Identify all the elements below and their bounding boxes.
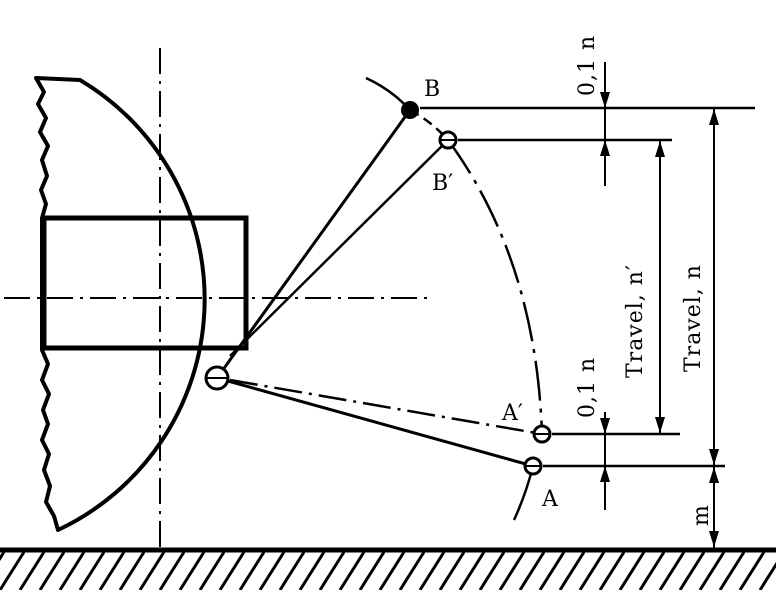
hatch-line: [698, 551, 726, 590]
point-b-marker: [401, 101, 419, 119]
hatch-line: [338, 551, 366, 590]
hatch-line: [198, 551, 226, 590]
hatch-line: [0, 551, 26, 590]
hatch-line: [418, 551, 446, 590]
point-b-label: B: [424, 77, 440, 102]
hatch-line: [318, 551, 346, 590]
hatch-line: [178, 551, 206, 590]
hatch-line: [438, 551, 466, 590]
hatch-line: [58, 551, 86, 590]
bottom-clearance-arrow-down: [600, 418, 610, 434]
wheel-outline: [34, 76, 207, 532]
hatch-line: [398, 551, 426, 590]
hatch-line: [18, 551, 46, 590]
hatch-line: [258, 551, 286, 590]
hatch-line: [158, 551, 186, 590]
travel-n-prime-arrow-bottom: [655, 417, 665, 433]
travel-n-arrow-bottom: [709, 449, 719, 465]
point-b-prime-label: B′: [432, 171, 453, 196]
hatch-line: [738, 551, 766, 590]
hatch-line: [678, 551, 706, 590]
hatch-line: [758, 561, 776, 590]
hub-block: [41, 215, 249, 351]
hatch-line: [238, 551, 266, 590]
hatch-line: [518, 551, 546, 590]
point-a-label: A: [541, 487, 559, 512]
ground-clearance-arrow-top: [709, 467, 719, 483]
ground-clearance-arrow-bottom: [709, 531, 719, 547]
hatch-line: [598, 551, 626, 590]
arm-to-b: [215, 109, 412, 379]
travel-n-prime-arrow-top: [655, 141, 665, 157]
bottom-clearance-arrow-up: [600, 466, 610, 482]
hatch-line: [578, 551, 606, 590]
hatch-line: [658, 551, 686, 590]
arm-to-a-prime: [229, 378, 543, 436]
top-clearance-arrow-up: [600, 140, 610, 156]
hatch-line: [498, 551, 526, 590]
hatch-line: [478, 551, 506, 590]
top-clearance-label: 0,1 n: [575, 35, 600, 96]
hatch-line: [298, 551, 326, 590]
hatch-line: [718, 551, 746, 590]
hatch-line: [78, 551, 106, 590]
hatch-line: [38, 551, 66, 590]
travel-n-arrow-top: [709, 109, 719, 125]
hatch-line: [638, 551, 666, 590]
hatch-line: [278, 551, 306, 590]
arc-b-prime-to-a-prime: [446, 139, 544, 435]
arm-to-a: [216, 376, 534, 468]
hatch-line: [138, 551, 166, 590]
travel-n-label: Travel, n: [681, 264, 706, 372]
hatch-line: [358, 551, 386, 590]
hatch-line: [218, 551, 246, 590]
hatch-line: [458, 551, 486, 590]
arm-to-b-prime: [229, 139, 449, 357]
travel-n-prime-label: Travel, n′: [623, 264, 648, 378]
hatch-line: [618, 551, 646, 590]
hatch-line: [378, 551, 406, 590]
top-clearance-arrow-down: [600, 92, 610, 108]
ground-clearance-label: m: [689, 504, 714, 526]
hatch-line: [558, 551, 586, 590]
hatch-line: [98, 551, 126, 590]
point-a-prime-label: A′: [501, 401, 523, 426]
ground-hatching: [0, 551, 776, 590]
bottom-clearance-label: 0,1 n: [575, 357, 600, 418]
hatch-line: [538, 551, 566, 590]
hatch-line: [118, 551, 146, 590]
